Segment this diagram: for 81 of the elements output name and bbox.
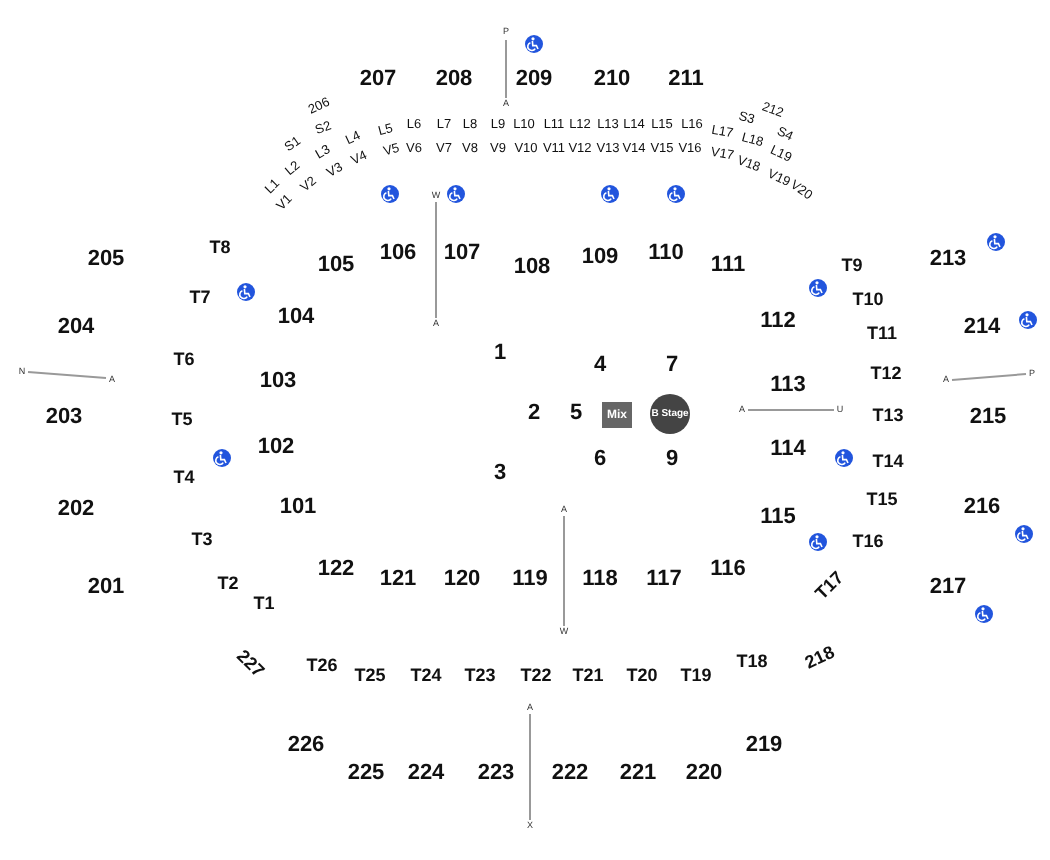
section-number: 202 bbox=[57, 499, 95, 521]
row-label: T19 bbox=[680, 667, 712, 685]
row-label: T18 bbox=[736, 653, 768, 671]
section-number: 225 bbox=[347, 763, 385, 785]
section-number: 116 bbox=[710, 559, 746, 581]
section-number: 4 bbox=[593, 355, 607, 377]
row-label: T20 bbox=[626, 667, 658, 685]
section-number: 122 bbox=[317, 559, 355, 581]
row-label: T17 bbox=[812, 568, 848, 604]
section-number: 211 bbox=[668, 69, 704, 91]
section-number: 3 bbox=[493, 463, 507, 485]
section-number: 208 bbox=[435, 69, 473, 91]
section-number: 222 bbox=[551, 763, 589, 785]
section-number: 117 bbox=[646, 569, 682, 591]
section-number: 215 bbox=[969, 407, 1007, 429]
section-number: 216 bbox=[963, 497, 1001, 519]
section-number: 7 bbox=[665, 355, 679, 377]
row-label: T11 bbox=[867, 325, 897, 343]
section-number: 217 bbox=[929, 577, 967, 599]
section-number: 111 bbox=[710, 255, 746, 277]
row-label: T6 bbox=[173, 351, 195, 369]
row-label: T12 bbox=[870, 365, 902, 383]
section-number: 209 bbox=[515, 69, 553, 91]
row-label: T7 bbox=[189, 289, 211, 307]
row-label: T1 bbox=[253, 595, 275, 613]
section-number: 113 bbox=[770, 375, 806, 397]
section-number: 213 bbox=[929, 249, 967, 271]
section-number: 201 bbox=[87, 577, 125, 599]
section-number: 210 bbox=[593, 69, 631, 91]
row-label: T14 bbox=[872, 453, 904, 471]
row-label: T4 bbox=[173, 469, 195, 487]
row-label: T21 bbox=[572, 667, 604, 685]
section-number: 108 bbox=[513, 257, 551, 279]
row-label: T15 bbox=[866, 491, 898, 509]
section-number: 207 bbox=[359, 69, 397, 91]
section-number: 105 bbox=[317, 255, 355, 277]
section-number: 106 bbox=[379, 243, 417, 265]
row-label: T10 bbox=[852, 291, 884, 309]
section-number: 203 bbox=[45, 407, 83, 429]
row-label: T13 bbox=[872, 407, 904, 425]
section-number: 224 bbox=[407, 763, 445, 785]
section-number: 223 bbox=[477, 763, 515, 785]
section-number: 5 bbox=[569, 403, 583, 425]
section-number: 6 bbox=[593, 449, 607, 471]
section-number: 221 bbox=[619, 763, 657, 785]
row-label: T23 bbox=[464, 667, 496, 685]
row-label: T5 bbox=[171, 411, 193, 429]
row-label: T25 bbox=[354, 667, 386, 685]
section-number: 219 bbox=[745, 735, 783, 757]
row-label: T8 bbox=[209, 239, 231, 257]
section-number: 103 bbox=[259, 371, 297, 393]
section-number: 101 bbox=[279, 497, 317, 519]
section-number: 114 bbox=[770, 439, 806, 461]
section-number: 220 bbox=[685, 763, 723, 785]
section-number: 119 bbox=[512, 569, 548, 591]
section-number: 109 bbox=[581, 247, 619, 269]
section-number: 107 bbox=[443, 243, 481, 265]
section-number: 115 bbox=[760, 507, 796, 529]
row-label: T2 bbox=[217, 575, 239, 593]
row-label: 218 bbox=[802, 643, 838, 673]
section-number: 9 bbox=[665, 449, 679, 471]
section-number: 226 bbox=[287, 735, 325, 757]
section-number: 120 bbox=[443, 569, 481, 591]
section-number: 214 bbox=[963, 317, 1001, 339]
row-label: T3 bbox=[191, 531, 213, 549]
section-number: 204 bbox=[57, 317, 95, 339]
section-number: 118 bbox=[582, 569, 618, 591]
section-number: 104 bbox=[277, 307, 315, 329]
section-number: 121 bbox=[379, 569, 417, 591]
section-number: 205 bbox=[87, 249, 125, 271]
row-label: 227 bbox=[233, 647, 267, 681]
row-label: T22 bbox=[520, 667, 552, 685]
section-number: 112 bbox=[760, 311, 796, 333]
section-number: 2 bbox=[527, 403, 541, 425]
row-label: T16 bbox=[852, 533, 884, 551]
section-number: 1 bbox=[493, 343, 507, 365]
row-label: T24 bbox=[410, 667, 442, 685]
section-number: 102 bbox=[257, 437, 295, 459]
row-label: T9 bbox=[841, 257, 863, 275]
section-number: 110 bbox=[648, 243, 684, 265]
row-label: T26 bbox=[306, 657, 338, 675]
